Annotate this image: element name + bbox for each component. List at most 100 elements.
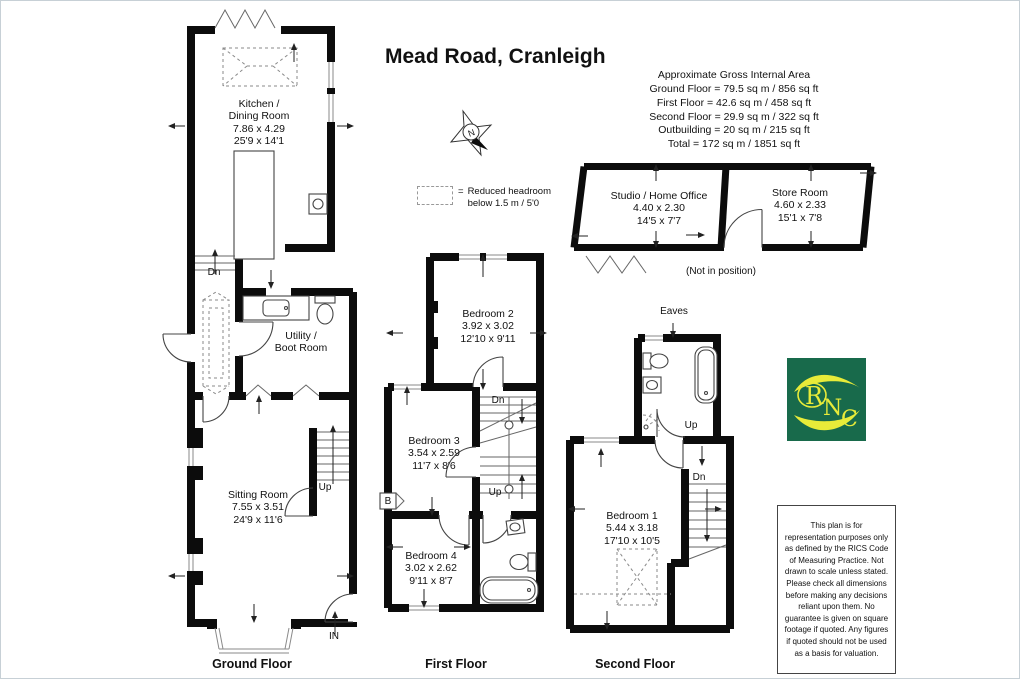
eaves-arrow [670, 323, 676, 338]
toilet [642, 352, 669, 370]
logo-letter-n: N [823, 396, 842, 421]
roof-lantern [222, 47, 298, 87]
kitchen-island [233, 150, 275, 260]
eaves-label: Eaves [660, 306, 688, 317]
logo-letter-r: R [805, 382, 824, 410]
area-heading: Approximate Gross Internal Area [657, 69, 811, 81]
reduced-headroom-legend: = Reduced headroom below 1.5 m / 5'0 [417, 186, 551, 210]
stair-bulkhead-dashed [202, 291, 230, 395]
bath [694, 346, 718, 404]
dn-label-first: Dn [491, 395, 505, 406]
bathroom-door [482, 514, 512, 544]
legend-line1: Reduced headroom [467, 186, 552, 197]
area-summary: Approximate Gross Internal Area Ground F… [624, 69, 844, 152]
hall-to-utility-door [234, 321, 274, 357]
dimension-arrows [386, 254, 547, 608]
basin [642, 376, 662, 394]
dn-label-second: Dn [692, 472, 706, 483]
kitchen-imperial: 25'9 x 14'1 [233, 135, 285, 148]
dimension-arrows [571, 164, 877, 248]
basin [505, 518, 526, 536]
bathroom-window [645, 333, 663, 343]
bifold-door-zigzag [585, 255, 647, 274]
not-in-position-note: (Not in position) [685, 266, 757, 277]
bath [479, 576, 539, 604]
first-floor-plan [379, 252, 547, 613]
bedroom4-door [438, 514, 470, 546]
bedroom3-imperial: 11'7 x 8'6 [412, 459, 456, 472]
kitchen-name2: Dining Room [228, 110, 290, 123]
legend-line2: below 1.5 m / 5'0 [467, 197, 540, 209]
logo-ellipse [797, 382, 827, 408]
boiler-cupboard [379, 492, 405, 510]
kitchen-name1: Kitchen / [238, 98, 280, 110]
legend-equals: = [458, 186, 464, 197]
dimension-arrows [568, 448, 722, 630]
room-label-bedroom4: Bedroom 4 3.02 x 2.62 9'11 x 8'7 [381, 550, 481, 587]
second-floor-caption: Second Floor [595, 657, 675, 671]
bedroom1-metric: 5.44 x 3.18 [606, 522, 658, 535]
area-line-first: First Floor = 42.6 sq m / 458 sq ft [656, 96, 812, 109]
in-label: IN [329, 631, 339, 642]
logo-swoosh-top [794, 374, 860, 392]
stairs-door [284, 487, 314, 517]
bathroom-door [654, 408, 686, 469]
ground-floor-caption: Ground Floor [212, 657, 292, 671]
utility-name1: Utility / [285, 330, 317, 342]
bifold-door-zigzag [214, 8, 276, 30]
area-line-ground: Ground Floor = 79.5 sq m / 856 sq ft [649, 82, 819, 95]
stairs-down-ground [195, 249, 235, 274]
studio-imperial: 14'5 x 7'7 [636, 214, 682, 227]
room-label-kitchen: Kitchen / Dining Room 7.86 x 4.29 25'9 x… [199, 98, 319, 148]
stairs-up-ground [317, 425, 349, 484]
first-walls [384, 253, 544, 612]
stairs-first [479, 396, 537, 499]
bedroom4-metric: 3.02 x 2.62 [405, 562, 457, 575]
bedroom2-name: Bedroom 2 [462, 308, 514, 320]
up-label-first: Up [488, 487, 502, 498]
skylight-dashed [616, 548, 658, 606]
page-title: Mead Road, Cranleigh [385, 45, 606, 68]
sitting-room-windows [186, 448, 196, 571]
dimension-arrows [168, 43, 354, 579]
outbuilding-plan [570, 163, 877, 274]
room-label-studio: Studio / Home Office 4.40 x 2.30 14'5 x … [597, 190, 721, 227]
bedroom1-name: Bedroom 1 [606, 510, 658, 522]
north-label: N [467, 127, 477, 139]
bedroom4-name: Bedroom 4 [405, 550, 457, 562]
second-floor-plan [566, 323, 734, 633]
bedroom2-metric: 3.92 x 3.02 [462, 320, 514, 333]
utility-toilet [314, 295, 336, 325]
bedroom1-imperial: 17'10 x 10'5 [604, 534, 660, 547]
entrance-door [324, 593, 358, 636]
bedroom2-door [472, 356, 504, 388]
boiler-label: B [384, 496, 392, 507]
room-label-utility: Utility / Boot Room [251, 330, 351, 355]
outbuilding-walls [570, 163, 875, 251]
ground-floor-plan [162, 8, 358, 654]
rnc-logo: R N C [787, 358, 866, 441]
store-imperial: 15'1 x 7'8 [777, 211, 823, 224]
bedroom1-window [584, 435, 619, 445]
disclaimer-box: This plan is for representation purposes… [777, 505, 896, 675]
sitting-imperial: 24'9 x 11'6 [233, 513, 283, 526]
legend-text: Reduced headroom below 1.5 m / 5'0 [468, 186, 551, 210]
exterior-door [162, 333, 196, 363]
bedroom3-door [445, 446, 477, 478]
dashed-box-icon [417, 186, 453, 205]
area-line-second: Second Floor = 29.9 sq m / 322 sq ft [649, 110, 819, 123]
kitchen-metric: 7.86 x 4.29 [233, 122, 285, 135]
kitchen-windows [326, 62, 336, 122]
first-floor-caption: First Floor [425, 657, 487, 671]
utility-windows [245, 384, 320, 397]
bedroom3-name: Bedroom 3 [408, 435, 460, 447]
up-label-second: Up [684, 420, 698, 431]
second-walls [566, 334, 734, 633]
toilet [509, 552, 537, 572]
logo-swoosh-bottom [794, 410, 860, 431]
bedroom3-metric: 3.54 x 2.59 [408, 447, 460, 460]
store-name: Store Room [771, 187, 829, 199]
room-label-bedroom1: Bedroom 1 5.44 x 3.18 17'10 x 10'5 [572, 510, 692, 547]
ground-walls [187, 26, 357, 627]
utility-name2: Boot Room [274, 342, 328, 355]
